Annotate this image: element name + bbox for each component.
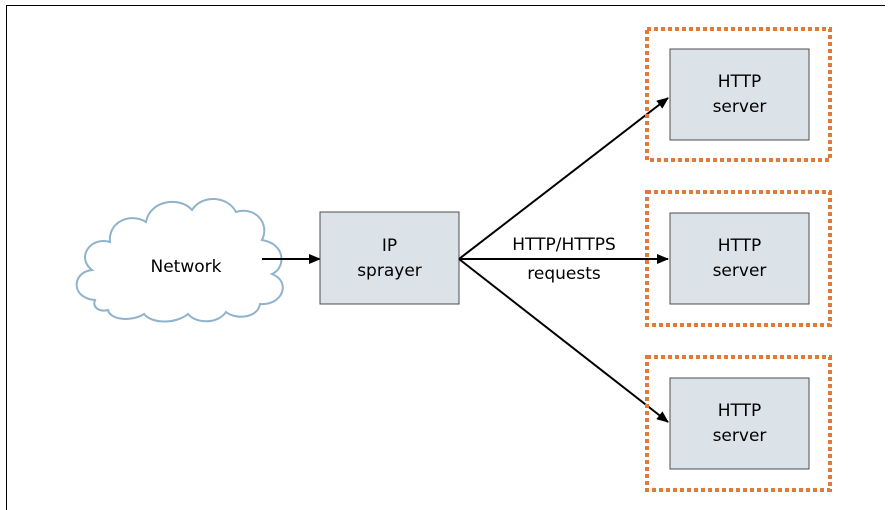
http-server-node-2: HTTP server: [645, 190, 832, 327]
arrow-sprayer-to-server-1: [458, 97, 669, 260]
server-2-dotted-border: [645, 190, 832, 327]
server-1-dotted-border: [645, 27, 832, 162]
arrow-sprayer-to-server-3: [458, 258, 669, 423]
ip-sprayer-box: [319, 211, 460, 305]
frame-top-edge: [6, 5, 885, 6]
frame-left-edge: [6, 5, 7, 510]
server-1-box: [669, 48, 810, 141]
server-3-box: [669, 377, 810, 470]
ip-sprayer-label-line2: sprayer: [357, 261, 422, 281]
http-server-node-3: HTTP server: [645, 355, 832, 492]
http-server-node-1: HTTP server: [645, 27, 832, 162]
ip-sprayer-label-line1: IP: [382, 236, 397, 256]
server-2-box: [669, 212, 810, 305]
server-3-label-line2: server: [713, 426, 767, 446]
edge-label-background: [496, 233, 634, 255]
network-label: Network: [151, 257, 222, 277]
server-3-dotted-border: [645, 355, 832, 492]
server-3-label-line1: HTTP: [718, 401, 762, 421]
network-node: Network: [75, 198, 284, 323]
server-1-label-line2: server: [713, 97, 767, 117]
server-2-label-line1: HTTP: [718, 236, 762, 256]
server-2-label-line2: server: [713, 261, 767, 281]
cloud-icon: [75, 198, 284, 323]
edge-label-line2: requests: [527, 264, 601, 284]
server-1-label-line1: HTTP: [718, 72, 762, 92]
edge-label-line1: HTTP/HTTPS: [512, 235, 616, 255]
ip-sprayer-node: IP sprayer: [319, 211, 460, 305]
